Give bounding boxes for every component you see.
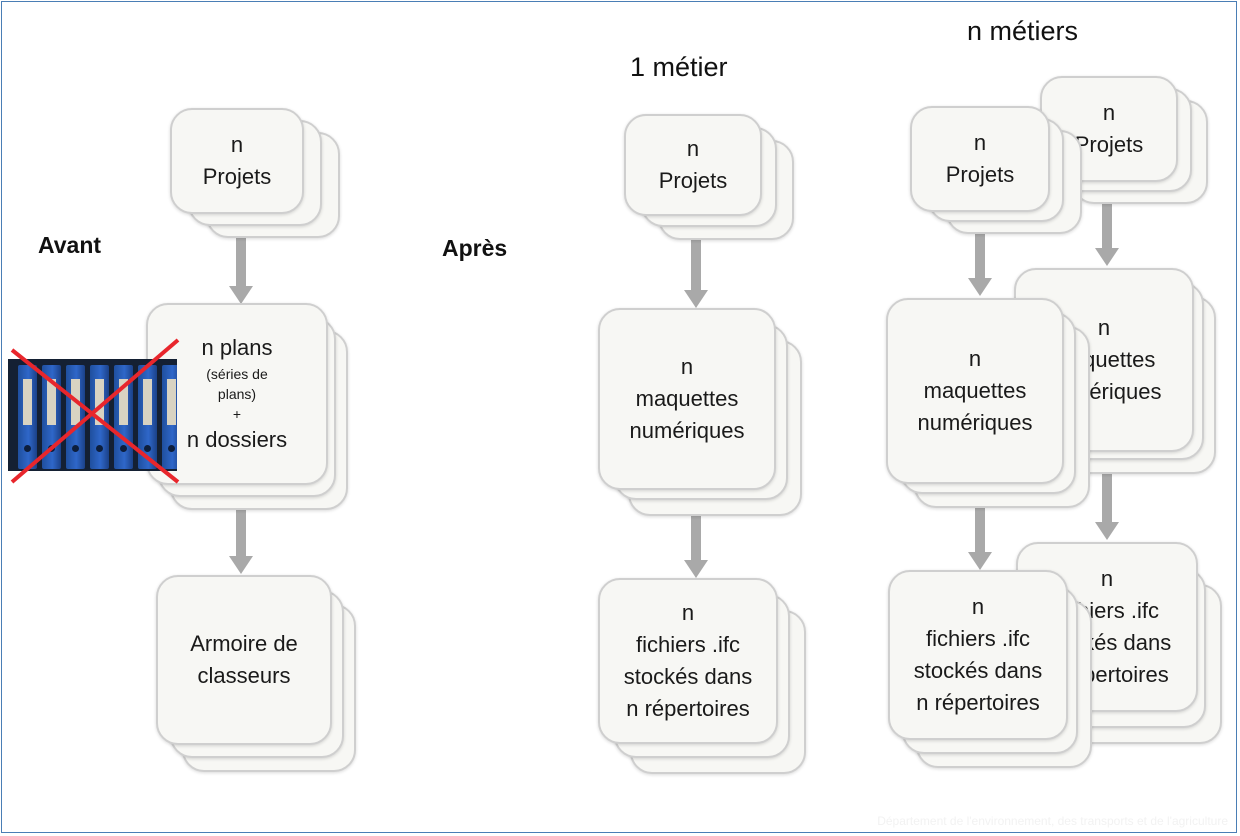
- card-text-n-dossiers: n dossiers: [186, 427, 288, 452]
- card-text-n: n: [1102, 100, 1116, 125]
- card-text-projets: Projets: [1074, 132, 1144, 157]
- arrow-apres1-1-head: [684, 290, 708, 308]
- arrow-apres1-1: [691, 212, 701, 292]
- footer-text: Département de l'environnement, des tran…: [877, 814, 1228, 828]
- card-text-armoire: Armoire de: [190, 631, 298, 656]
- arrow-avant-1: [236, 210, 246, 288]
- card-apres1-maquettes: n maquettes numériques: [598, 308, 776, 490]
- label-avant: Avant: [38, 232, 102, 258]
- arrow-back-2-head: [1095, 522, 1119, 540]
- card-text-n: n: [971, 594, 985, 619]
- card-text-plus: +: [232, 406, 242, 422]
- card-apres1-fichiers: n fichiers .ifc stockés dans n répertoir…: [598, 578, 778, 744]
- card-front-projets: n Projets: [910, 106, 1050, 212]
- label-apres: Après: [442, 235, 508, 261]
- card-text-n: n: [1100, 566, 1114, 591]
- card-text-n: n: [973, 130, 987, 155]
- arrow-back-2: [1102, 450, 1112, 524]
- card-text-numeriques: numériques: [629, 418, 745, 443]
- arrow-avant-1-head: [229, 286, 253, 304]
- card-text-repertoires: n répertoires: [626, 696, 750, 721]
- card-text-projets: Projets: [202, 164, 272, 189]
- arrow-front-1: [975, 212, 985, 280]
- arrow-avant-2: [236, 482, 246, 558]
- binders-photo: [8, 359, 177, 471]
- card-text-fichiers: fichiers .ifc: [926, 626, 1030, 651]
- arrow-front-2-head: [968, 552, 992, 570]
- card-text-projets: Projets: [945, 162, 1015, 187]
- card-text-classeurs: classeurs: [197, 663, 291, 688]
- label-n-metiers: n métiers: [967, 16, 1079, 46]
- card-text-stockes: stockés dans: [913, 658, 1043, 683]
- card-text-n-plans: n plans: [201, 335, 273, 360]
- arrow-apres1-2-head: [684, 560, 708, 578]
- card-text-series: (séries de: [206, 366, 268, 382]
- arrow-apres1-2: [691, 486, 701, 562]
- arrow-back-1-head: [1095, 248, 1119, 266]
- card-text-maquettes: maquettes: [923, 378, 1027, 403]
- arrow-front-1-head: [968, 278, 992, 296]
- card-text-fichiers: fichiers .ifc: [636, 632, 740, 657]
- card-avant-armoire: Armoire de classeurs: [156, 575, 332, 745]
- card-text-n: n: [680, 354, 694, 379]
- card-front-fichiers: n fichiers .ifc stockés dans n répertoir…: [888, 570, 1068, 740]
- card-text-plans: plans): [217, 386, 257, 402]
- card-avant-projets: n Projets: [170, 108, 304, 214]
- card-text-n: n: [968, 346, 982, 371]
- card-text-repertoires: n répertoires: [916, 690, 1040, 715]
- card-text-maquettes: maquettes: [635, 386, 739, 411]
- arrow-back-1: [1102, 180, 1112, 250]
- card-apres1-projets: n Projets: [624, 114, 762, 216]
- card-text-n: n: [681, 600, 695, 625]
- card-text-n: n: [686, 136, 700, 161]
- card-text-n: n: [230, 132, 244, 157]
- label-1-metier: 1 métier: [630, 52, 728, 82]
- card-front-maquettes: n maquettes numériques: [886, 298, 1064, 484]
- card-text-n: n: [1097, 315, 1111, 340]
- card-text-stockes: stockés dans: [623, 664, 753, 689]
- card-text-numeriques: numériques: [917, 410, 1033, 435]
- arrow-avant-2-head: [229, 556, 253, 574]
- arrow-front-2: [975, 478, 985, 554]
- card-text-projets: Projets: [658, 168, 728, 193]
